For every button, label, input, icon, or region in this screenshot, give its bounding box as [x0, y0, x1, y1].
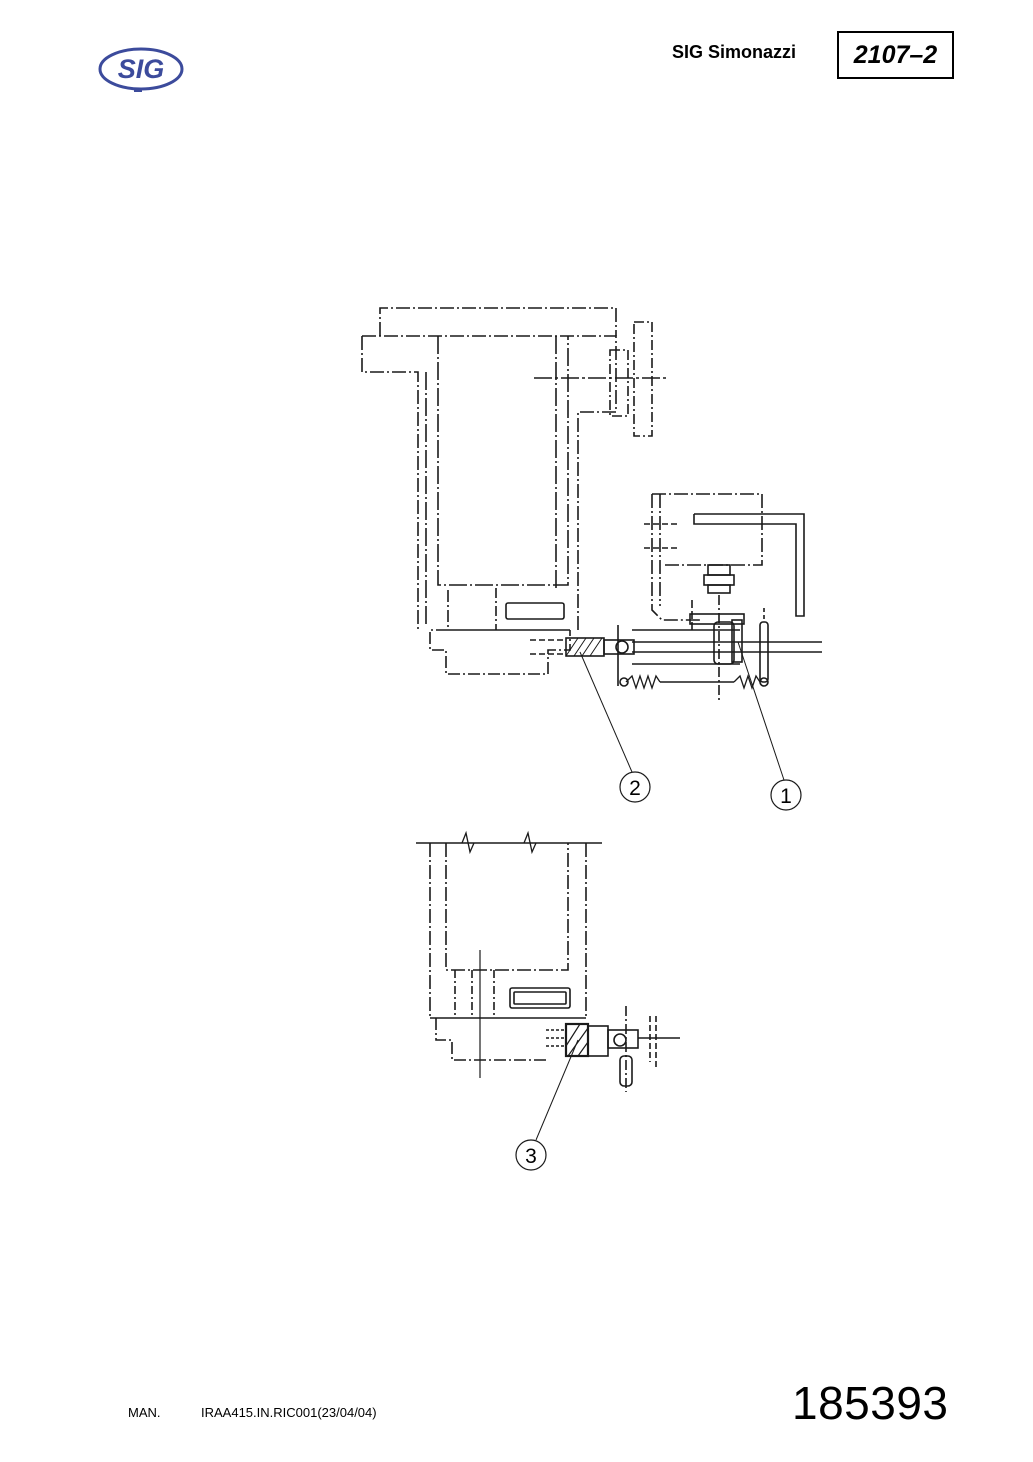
upper-assembly	[361, 307, 822, 700]
callout-1: 1	[770, 779, 802, 811]
document-number: 2107–2	[837, 31, 954, 79]
page-number: 185393	[792, 1377, 949, 1429]
callout-3-label: 3	[525, 1145, 537, 1168]
company-name: SIG Simonazzi	[672, 42, 797, 62]
callout-1-label: 1	[780, 785, 792, 808]
callout-3: 3	[515, 1139, 547, 1171]
manual-reference: IRAA415.IN.RIC001(23/04/04)	[201, 1405, 377, 1420]
callout-leaders-lower	[535, 1039, 579, 1141]
callout-2: 2	[619, 771, 651, 803]
manual-label: MAN.	[128, 1405, 161, 1420]
lower-assembly	[416, 830, 680, 1092]
callout-leaders-upper	[579, 641, 785, 781]
logo-text: SIG	[118, 54, 165, 84]
sig-logo: SIG	[98, 47, 184, 92]
callout-2-label: 2	[629, 777, 641, 800]
